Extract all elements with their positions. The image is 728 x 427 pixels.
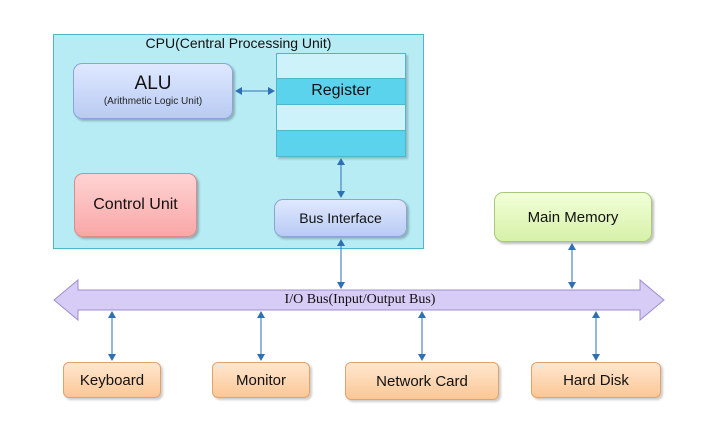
bus-interface-box: Bus Interface [274, 199, 407, 237]
register-label: Register [311, 82, 371, 99]
hard-disk-box: Hard Disk [531, 362, 661, 398]
register-row [277, 54, 405, 79]
cpu-title: CPU(Central Processing Unit) [145, 35, 332, 51]
register-row [277, 105, 405, 131]
register-row [277, 131, 405, 156]
control-unit-box: Control Unit [74, 173, 197, 237]
network-card-box: Network Card [345, 362, 499, 400]
register-box [276, 53, 406, 157]
main-memory-box: Main Memory [494, 192, 652, 242]
register-row [277, 79, 405, 105]
monitor-box: Monitor [212, 362, 310, 398]
keyboard-box: Keyboard [63, 362, 161, 398]
alu-title: ALU [134, 73, 172, 94]
alu-box: ALU (Arithmetic Logic Unit) [73, 63, 233, 119]
io-bus-label: I/O Bus(Input/Output Bus) [284, 292, 436, 307]
alu-subtitle: (Arithmetic Logic Unit) [103, 96, 203, 107]
